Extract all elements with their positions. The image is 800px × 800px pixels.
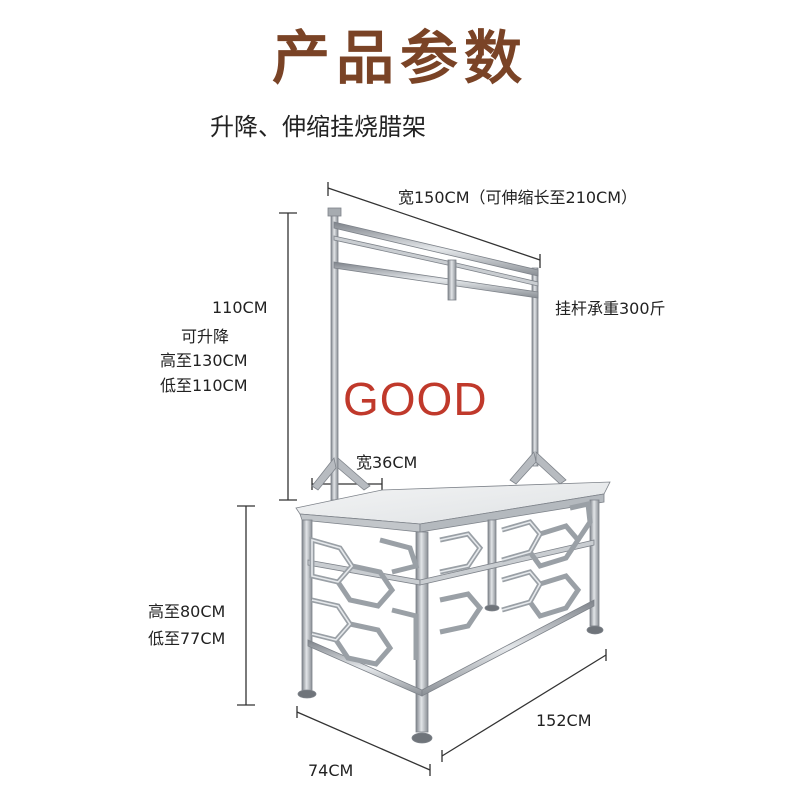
table-depth-label: 74CM [308, 761, 354, 780]
good-watermark: GOOD [343, 373, 488, 425]
table-height-min-label: 低至77CM [148, 629, 226, 648]
hanging-rack [311, 207, 567, 501]
adjust-max-label: 高至130CM [160, 351, 248, 370]
adjust-min-label: 低至110CM [160, 376, 248, 395]
bar-load-label: 挂杆承重300斤 [555, 299, 666, 318]
top-width-label: 宽150CM（可伸缩长至210CM） [398, 188, 638, 207]
page-title: 产品参数 [271, 24, 528, 92]
hook-width-label: 宽36CM [356, 453, 418, 472]
frame-height-label: 110CM [212, 298, 268, 317]
lattice-panels [309, 500, 593, 667]
adjustable-label: 可升降 [181, 327, 230, 346]
table [295, 481, 611, 744]
dimension-lines [237, 182, 607, 776]
table-height-max-label: 高至80CM [148, 602, 226, 621]
product-subtitle: 升降、伸缩挂烧腊架 [210, 113, 426, 141]
lattice-highlights [311, 521, 541, 641]
table-length-label: 152CM [536, 711, 592, 730]
